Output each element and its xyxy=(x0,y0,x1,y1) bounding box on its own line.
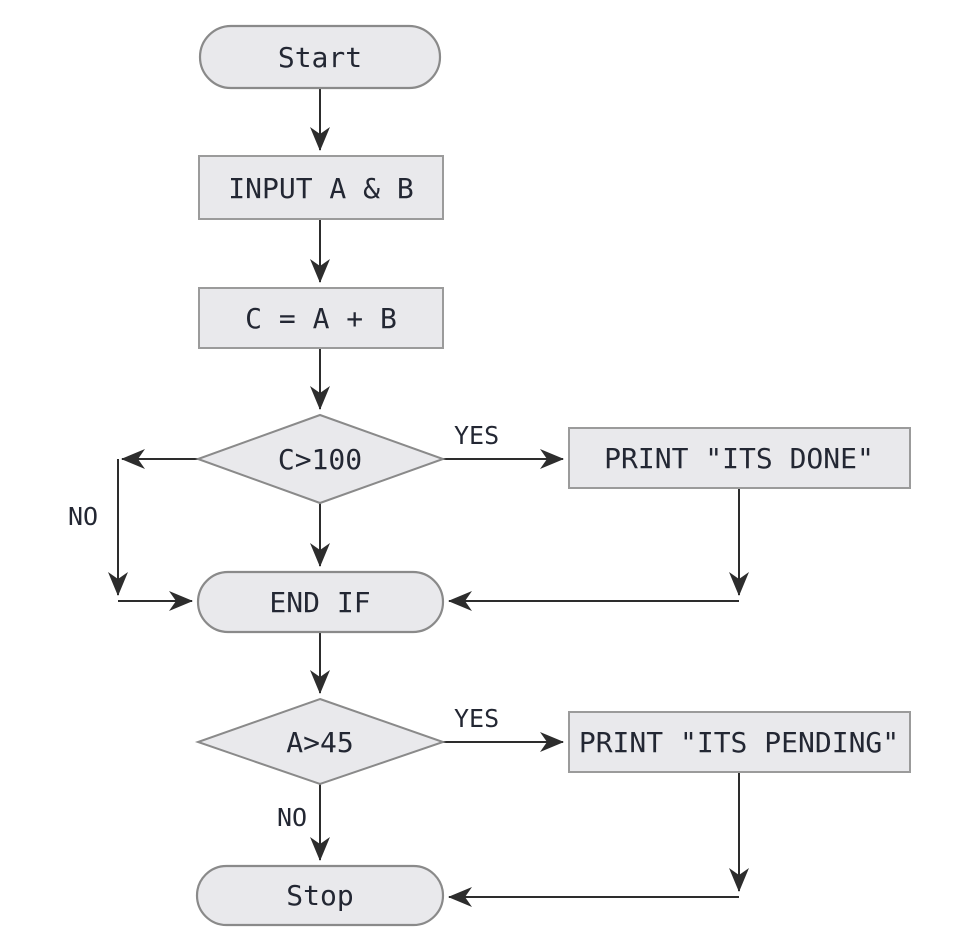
decision2-diamond-shape xyxy=(194,697,447,786)
node-stop: Stop xyxy=(195,864,445,927)
print-pending-label: PRINT "ITS PENDING" xyxy=(579,726,899,759)
start-label: Start xyxy=(278,41,362,74)
decision1-label: C>100 xyxy=(278,443,362,476)
stop-label: Stop xyxy=(286,879,353,912)
input-process-shape xyxy=(198,155,444,220)
stop-terminator-shape xyxy=(195,864,445,927)
decision2-label: A>45 xyxy=(286,726,353,759)
node-endif: END IF xyxy=(196,570,445,634)
node-decision1: C>100 xyxy=(195,413,446,505)
node-print-pending: PRINT "ITS PENDING" xyxy=(568,711,911,773)
decision2-yes-label: YES xyxy=(454,704,499,733)
decision1-yes-label: YES xyxy=(454,421,499,450)
node-assign: C = A + B xyxy=(198,287,444,349)
node-print-done: PRINT "ITS DONE" xyxy=(568,427,911,489)
print-done-process-shape xyxy=(568,427,911,489)
print-done-label: PRINT "ITS DONE" xyxy=(604,442,874,475)
node-input: INPUT A & B xyxy=(198,155,444,220)
connectors xyxy=(108,88,749,907)
input-label: INPUT A & B xyxy=(228,172,413,205)
endif-terminator-shape xyxy=(196,570,445,634)
node-start: Start xyxy=(198,24,442,90)
assign-process-shape xyxy=(198,287,444,349)
node-decision2: A>45 xyxy=(194,697,447,786)
endif-label: END IF xyxy=(269,586,370,619)
print-pending-process-shape xyxy=(568,711,911,773)
decision2-no-label: NO xyxy=(277,803,307,832)
decision1-diamond-shape xyxy=(195,413,446,505)
start-terminator-shape xyxy=(198,24,442,90)
decision1-no-label: NO xyxy=(68,502,98,531)
assign-label: C = A + B xyxy=(245,302,397,335)
